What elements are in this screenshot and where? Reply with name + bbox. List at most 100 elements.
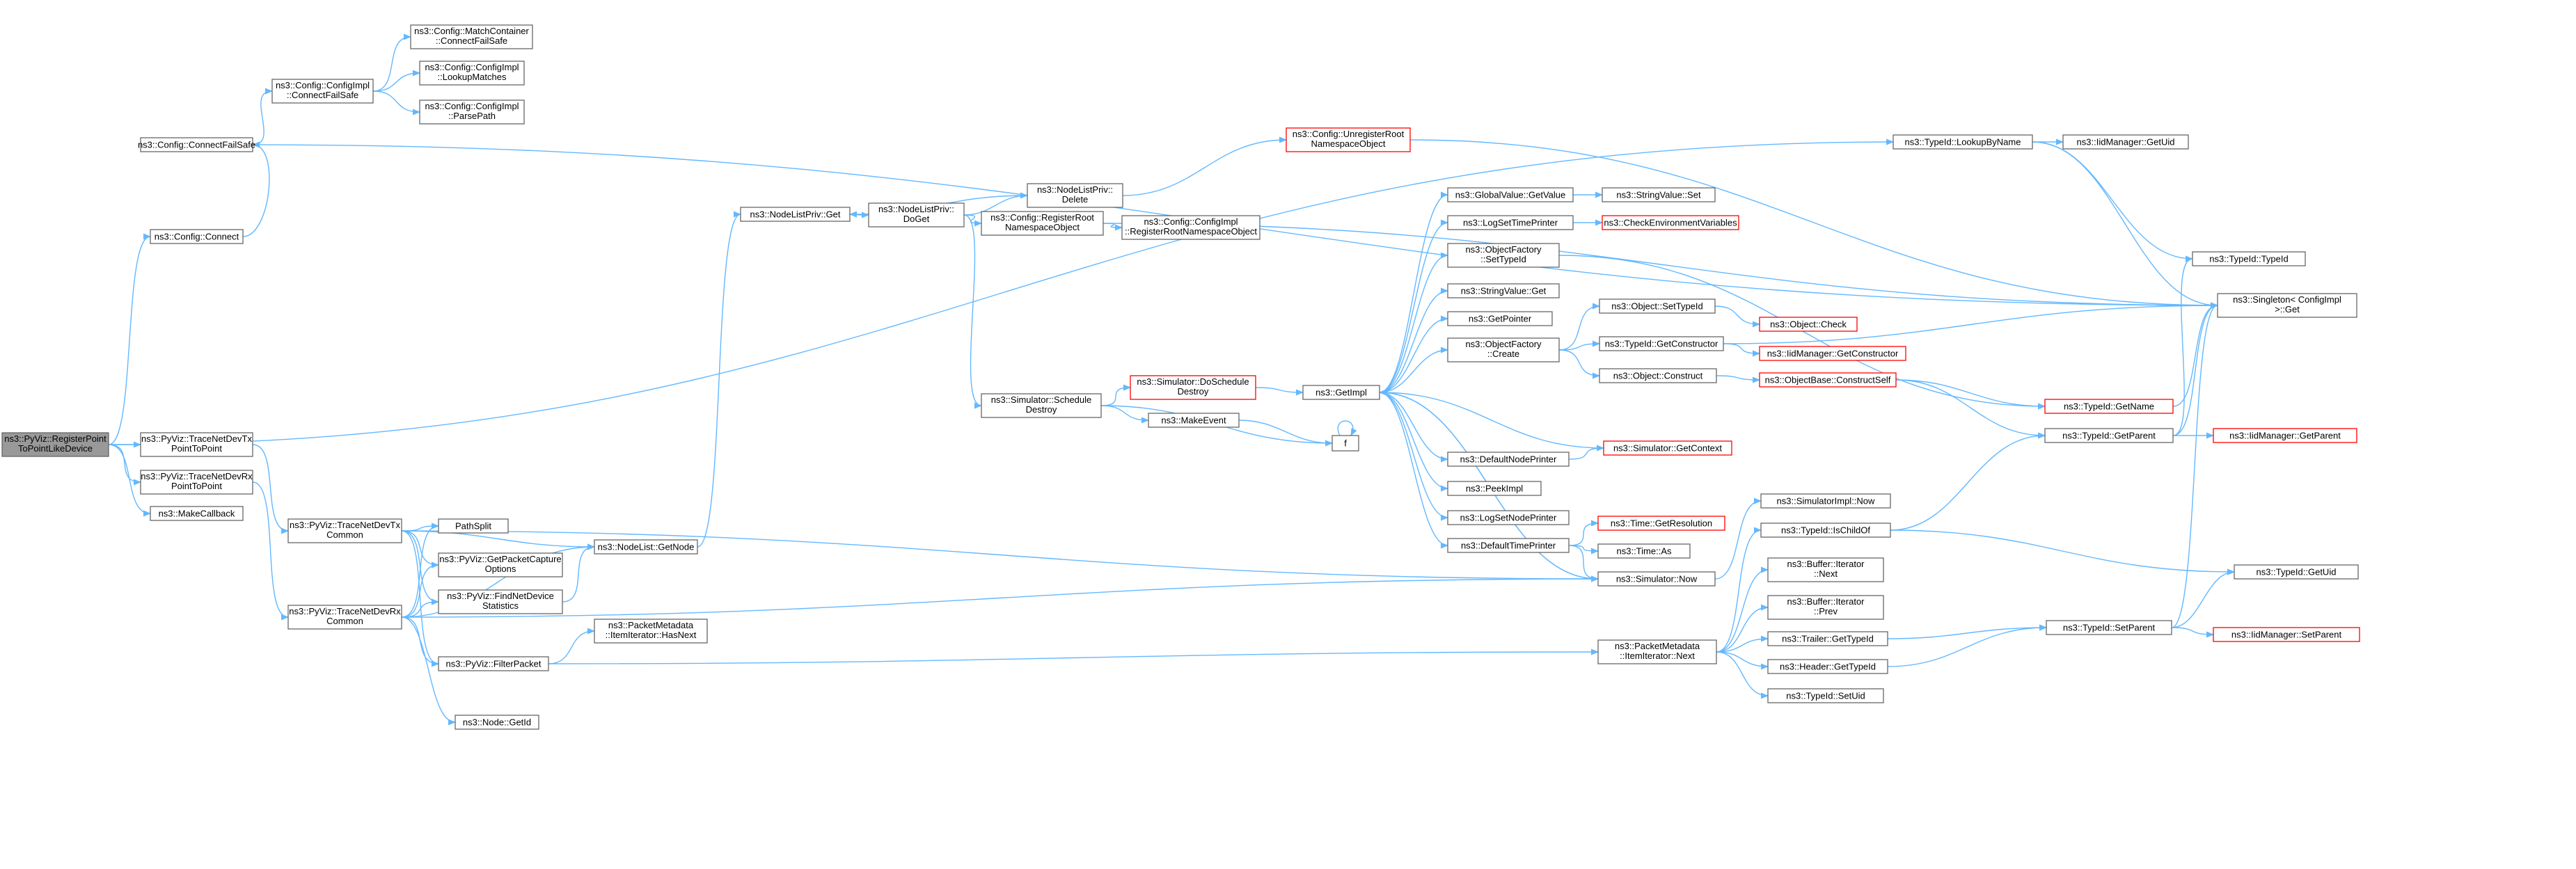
node-typeid-typeid[interactable]: ns3::TypeId::TypeId	[2192, 251, 2306, 266]
node-makeevent[interactable]: ns3::MakeEvent	[1148, 413, 1240, 428]
node-box	[1130, 375, 1256, 400]
node-objectbase-constructself[interactable]: ns3::ObjectBase::ConstructSelf	[1759, 372, 1897, 388]
edge-tracerxptp-to-tracerxcommon	[252, 481, 290, 621]
node-box	[438, 589, 563, 614]
node-box	[1332, 435, 1359, 452]
node-typeid-getname[interactable]: ns3::TypeId::GetName	[2044, 399, 2174, 414]
edge-configimpl_connectfailsafe-to-matchcontainer	[372, 33, 412, 92]
node-label-line: >::Get	[2275, 304, 2300, 314]
node-logsetnodeprinter[interactable]: ns3::LogSetNodePrinter	[1447, 510, 1570, 525]
node-config-connectfailsafe[interactable]: ns3::Config::ConnectFailSafe	[138, 137, 255, 152]
node-registerroot[interactable]: ns3::Config::RegisterRootNamespaceObject	[981, 211, 1104, 236]
node-label-line: ns3::DefaultTimePrinter	[1461, 541, 1556, 551]
node-nlp-get[interactable]: ns3::NodeListPriv::Get	[740, 207, 851, 222]
node-buffer-next[interactable]: ns3::Buffer::Iterator::Next	[1767, 557, 1884, 582]
node-buffer-prev[interactable]: ns3::Buffer::Iterator::Prev	[1767, 595, 1884, 620]
node-config-connect[interactable]: ns3::Config::Connect	[150, 229, 244, 244]
node-defaultnodeprinter[interactable]: ns3::DefaultNodePrinter	[1447, 452, 1570, 467]
node-makecallback[interactable]: ns3::MakeCallback	[150, 506, 244, 521]
node-root[interactable]: ns3::PyViz::RegisterPointToPointLikeDevi…	[1, 432, 109, 457]
node-f[interactable]: f	[1332, 435, 1359, 452]
node-singleton-get[interactable]: ns3::Singleton< ConfigImpl >::Get	[2217, 293, 2357, 318]
node-getpointer[interactable]: ns3::GetPointer	[1447, 311, 1553, 326]
node-pm-hasnext[interactable]: ns3::PacketMetadata::ItemIterator::HasNe…	[594, 619, 708, 644]
edge-typeid_ischildof-to-typeid_getparent	[1890, 432, 2046, 531]
node-stringvalue-get[interactable]: ns3::StringValue::Get	[1447, 283, 1560, 298]
node-box	[1759, 317, 1858, 332]
node-iidm-getuid[interactable]: ns3::IidManager::GetUid	[2062, 134, 2189, 150]
node-label-line: ns3::TypeId::LookupByName	[1905, 137, 2021, 148]
node-iidm-setparent[interactable]: ns3::IidManager::SetParent	[2213, 627, 2360, 642]
node-filterpacket[interactable]: ns3::PyViz::FilterPacket	[438, 656, 549, 671]
node-sim-getcontext[interactable]: ns3::Simulator::GetContext	[1603, 440, 1732, 456]
node-trailer-gettypeid[interactable]: ns3::Trailer::GetTypeId	[1767, 631, 1888, 646]
node-matchcontainer[interactable]: ns3::Config::MatchContainer::ConnectFail…	[410, 24, 533, 49]
node-label-line: Delete	[1062, 194, 1089, 205]
node-box	[419, 61, 525, 86]
node-label-line: ::ItemIterator::Next	[1620, 651, 1695, 661]
edge-root-to-tracerxptp	[108, 444, 142, 486]
edge-configimpl_connectfailsafe-to-lookupmatches	[372, 70, 421, 92]
node-box	[2213, 428, 2357, 443]
node-typeid-ischildof[interactable]: ns3::TypeId::IsChildOf	[1760, 523, 1891, 538]
node-label-line: ns3::Config::RegisterRoot	[990, 212, 1094, 223]
node-header-gettypeid[interactable]: ns3::Header::GetTypeId	[1767, 659, 1888, 674]
node-box	[1, 432, 109, 457]
node-time-as[interactable]: ns3::Time::As	[1597, 543, 1691, 559]
node-checkenv[interactable]: ns3::CheckEnvironmentVariables	[1602, 215, 1739, 230]
node-node-getid[interactable]: ns3::Node::GetId	[455, 715, 539, 730]
node-iidm-getconstructor[interactable]: ns3::IidManager::GetConstructor	[1759, 346, 1906, 361]
node-simimpl-now[interactable]: ns3::SimulatorImpl::Now	[1760, 493, 1891, 509]
node-label-line: ns3::NodeListPriv::Get	[750, 209, 840, 220]
node-gv-getvalue[interactable]: ns3::GlobalValue::GetValue	[1447, 187, 1574, 202]
node-typeid-getparent[interactable]: ns3::TypeId::GetParent	[2044, 428, 2174, 443]
node-defaulttimeprinter[interactable]: ns3::DefaultTimePrinter	[1447, 538, 1570, 553]
node-configimpl-connectfailsafe[interactable]: ns3::Config::ConfigImpl::ConnectFailSafe	[271, 79, 374, 104]
node-box	[1447, 187, 1574, 202]
edge-typeid_setparent-to-singleton_get	[2171, 302, 2219, 628]
node-label-line: ns3::PyViz::TraceNetDevRx	[141, 471, 253, 481]
node-typeid-getconstructor[interactable]: ns3::TypeId::GetConstructor	[1599, 336, 1724, 351]
node-nodelist-getnode[interactable]: ns3::NodeList::GetNode	[594, 539, 698, 555]
node-peekimpl[interactable]: ns3::PeekImpl	[1447, 481, 1542, 496]
node-getimpl[interactable]: ns3::GetImpl	[1302, 385, 1380, 400]
node-typeid-getuid[interactable]: ns3::TypeId::GetUid	[2234, 564, 2359, 580]
node-pathsplit[interactable]: PathSplit	[438, 518, 509, 534]
node-label-line: ns3::NodeListPriv::	[1037, 184, 1113, 195]
node-typeid-setuid[interactable]: ns3::TypeId::SetUid	[1767, 688, 1884, 703]
node-nlp-doget[interactable]: ns3::NodeListPriv::DoGet	[868, 202, 965, 228]
node-nlp-delete[interactable]: ns3::NodeListPriv::Delete	[1027, 183, 1123, 208]
node-label-line: ns3::Object::Check	[1770, 319, 1847, 330]
node-box	[419, 99, 525, 125]
node-configimpl-registerroot[interactable]: ns3::Config::ConfigImpl::RegisterRootNam…	[1121, 215, 1261, 240]
edge-sim_getcontext-to-getimpl	[1378, 389, 1604, 449]
node-stringvalue-set[interactable]: ns3::StringValue::Set	[1602, 187, 1716, 202]
node-typeid-setparent[interactable]: ns3::TypeId::SetParent	[2046, 620, 2172, 635]
node-of-create[interactable]: ns3::ObjectFactory::Create	[1447, 337, 1560, 362]
node-object-settypeid[interactable]: ns3::Object::SetTypeId	[1599, 298, 1716, 314]
node-lookupmatches[interactable]: ns3::Config::ConfigImpl::LookupMatches	[419, 61, 525, 86]
node-unregisterroot[interactable]: ns3::Config::UnregisterRootNamespaceObje…	[1286, 127, 1411, 152]
node-pm-next[interactable]: ns3::PacketMetadata::ItemIterator::Next	[1597, 639, 1717, 664]
node-sim-now[interactable]: ns3::Simulator::Now	[1597, 571, 1716, 587]
edge-tracetxcommon-to-nodelist_getnode	[401, 530, 596, 550]
node-label-line: PointToPoint	[171, 443, 222, 454]
node-parsepath[interactable]: ns3::Config::ConfigImpl::ParsePath	[419, 99, 525, 125]
edge-config_connectfailsafe-to-configimpl_connectfailsafe	[252, 88, 274, 145]
node-label-line: ns3::TypeId::GetUid	[2257, 567, 2337, 577]
node-object-check[interactable]: ns3::Object::Check	[1759, 317, 1858, 332]
node-logsettimeprinter[interactable]: ns3::LogSetTimePrinter	[1447, 215, 1574, 230]
node-time-getresolution[interactable]: ns3::Time::GetResolution	[1597, 516, 1725, 531]
node-of-settypeid[interactable]: ns3::ObjectFactory::SetTypeId	[1447, 243, 1560, 268]
node-object-construct[interactable]: ns3::Object::Construct	[1599, 368, 1717, 383]
node-iidm-getparent[interactable]: ns3::IidManager::GetParent	[2213, 428, 2357, 443]
node-typeid-lookupbyname[interactable]: ns3::TypeId::LookupByName	[1893, 134, 2033, 150]
